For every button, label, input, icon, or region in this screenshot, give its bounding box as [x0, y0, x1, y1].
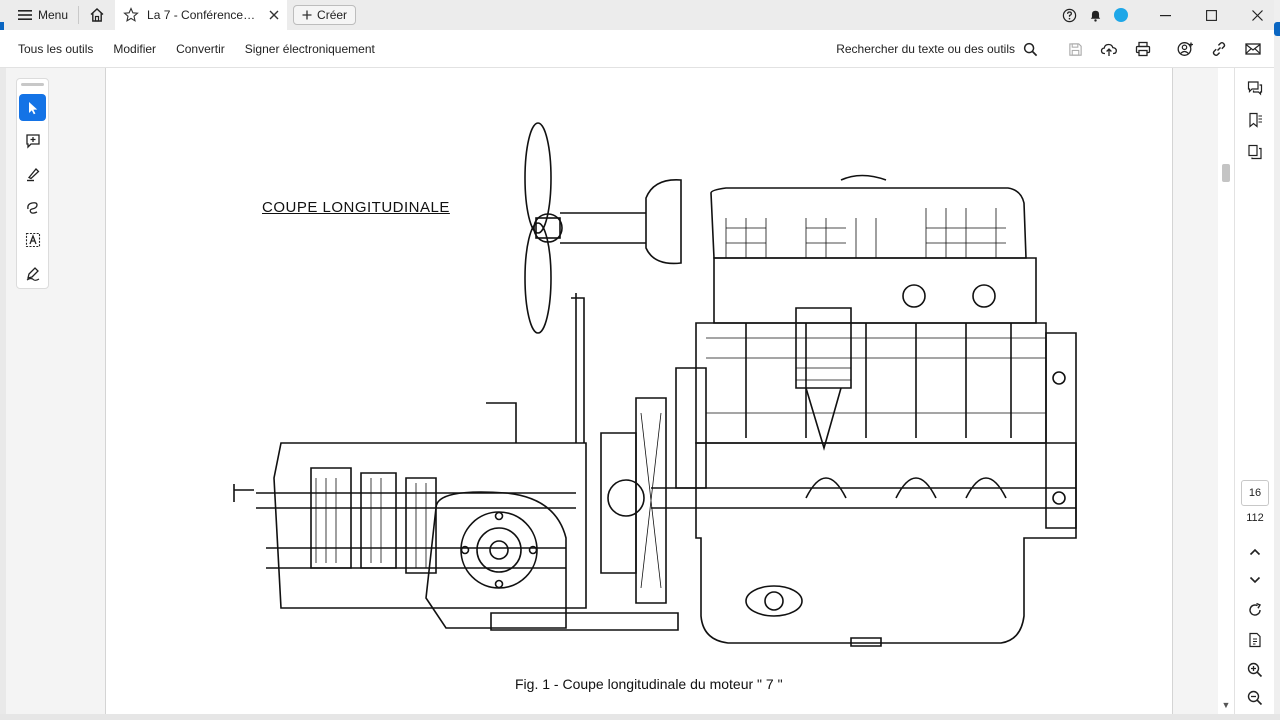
highlighter-icon: [26, 167, 39, 181]
tab-title: La 7 - Conférences te...: [147, 8, 262, 22]
next-page-button[interactable]: [1245, 570, 1265, 590]
zoom-in-icon: [1247, 662, 1263, 678]
quick-tools-panel: [16, 78, 49, 289]
right-sidebar: 16 112: [1234, 68, 1274, 720]
chevron-down-icon: [1249, 576, 1261, 584]
bookmarks-panel-button[interactable]: [1245, 110, 1265, 130]
highlight-tool[interactable]: [19, 160, 46, 187]
comments-icon: [1247, 81, 1263, 96]
print-button[interactable]: [1132, 38, 1154, 60]
minimize-button[interactable]: [1142, 0, 1188, 30]
help-button[interactable]: [1056, 0, 1082, 30]
document-tab[interactable]: La 7 - Conférences te...: [115, 0, 288, 30]
chevron-up-icon: [1249, 548, 1261, 556]
search-tools[interactable]: Rechercher du texte ou des outils: [836, 42, 1038, 57]
menu-convert[interactable]: Convertir: [176, 41, 225, 56]
previous-page-button[interactable]: [1245, 542, 1265, 562]
window-right-edge: [1274, 0, 1280, 720]
engine-cross-section-drawing: [233, 122, 1077, 647]
search-label: Rechercher du texte ou des outils: [836, 42, 1015, 56]
sign-tool[interactable]: [19, 259, 46, 286]
rotate-icon: [1249, 602, 1262, 616]
left-edge: [0, 68, 6, 720]
scrollbar-thumb[interactable]: [1222, 164, 1230, 182]
menu-edit[interactable]: Modifier: [113, 41, 157, 56]
menu-button[interactable]: Menu: [0, 0, 78, 30]
print-icon: [1135, 41, 1151, 57]
comments-panel-button[interactable]: [1245, 78, 1265, 98]
help-icon: [1062, 8, 1076, 22]
cloud-upload-icon: [1100, 43, 1117, 56]
minimize-icon: [1159, 14, 1171, 16]
freehand-icon: [26, 201, 38, 214]
maximize-icon: [1205, 9, 1217, 21]
menu-e-sign[interactable]: Signer électroniquement: [244, 41, 375, 56]
home-icon: [90, 8, 104, 22]
email-button[interactable]: [1242, 38, 1264, 60]
scroll-down-arrow-icon[interactable]: ▼: [1221, 700, 1231, 710]
cursor-icon: [28, 101, 37, 114]
select-tool[interactable]: [19, 94, 46, 121]
close-window-button[interactable]: [1234, 0, 1280, 30]
pen-sign-icon: [26, 266, 39, 281]
section-heading: COUPE LONGITUDINALE: [262, 199, 450, 216]
save-button[interactable]: [1064, 38, 1086, 60]
plus-icon: [302, 10, 312, 20]
close-tab-icon[interactable]: [269, 10, 279, 20]
zoom-out-button[interactable]: [1245, 688, 1265, 708]
tools-menubar: Tous les outils Modifier Convertir Signe…: [0, 30, 1280, 68]
copy-link-button[interactable]: [1208, 38, 1230, 60]
fit-page-button[interactable]: [1245, 630, 1265, 650]
text-tool[interactable]: [19, 226, 46, 253]
maximize-button[interactable]: [1188, 0, 1234, 30]
current-page-input[interactable]: 16: [1241, 480, 1269, 506]
save-icon: [1068, 42, 1082, 56]
hamburger-icon: [18, 10, 32, 20]
notifications-button[interactable]: [1082, 0, 1108, 30]
menu-label: Menu: [38, 8, 69, 22]
menu-all-tools[interactable]: Tous les outils: [18, 41, 94, 56]
create-button[interactable]: Créer: [293, 5, 357, 25]
draw-tool[interactable]: [19, 193, 46, 220]
fit-page-icon: [1249, 632, 1261, 648]
create-label: Créer: [317, 8, 348, 22]
total-pages: 112: [1246, 512, 1264, 524]
figure-caption: Fig. 1 - Coupe longitudinale du moteur "…: [515, 676, 783, 692]
share-user-button[interactable]: [1174, 38, 1196, 60]
home-button[interactable]: [83, 0, 111, 30]
pdf-page[interactable]: COUPE LONGITUDINALE Fig. 1 - Coupe longi…: [105, 68, 1173, 714]
drag-handle[interactable]: [21, 83, 44, 86]
pages-icon: [1248, 144, 1262, 160]
rotate-button[interactable]: [1245, 600, 1265, 620]
avatar: [1114, 8, 1128, 22]
close-icon: [1251, 9, 1263, 21]
zoom-out-icon: [1247, 690, 1263, 706]
link-icon: [1212, 42, 1226, 56]
bell-icon: [1090, 10, 1100, 22]
title-bar: Menu La 7 - Conférences te... Créer: [0, 0, 1280, 36]
text-box-icon: [25, 232, 40, 247]
bottom-edge: [0, 714, 1280, 720]
pages-panel-button[interactable]: [1245, 142, 1265, 162]
add-user-icon: [1177, 42, 1193, 56]
star-icon[interactable]: [123, 7, 139, 23]
divider: [78, 6, 80, 24]
window-edge-accent: [1274, 22, 1280, 36]
mail-icon: [1245, 43, 1261, 55]
zoom-in-button[interactable]: [1245, 660, 1265, 680]
account-button[interactable]: [1108, 0, 1134, 30]
window-edge-accent: [0, 22, 4, 36]
add-comment-icon: [25, 133, 40, 149]
search-icon: [1023, 42, 1038, 56]
bookmark-icon: [1249, 112, 1262, 128]
comment-tool[interactable]: [19, 127, 46, 154]
upload-button[interactable]: [1098, 38, 1120, 60]
vertical-scrollbar[interactable]: ▼: [1218, 68, 1234, 720]
